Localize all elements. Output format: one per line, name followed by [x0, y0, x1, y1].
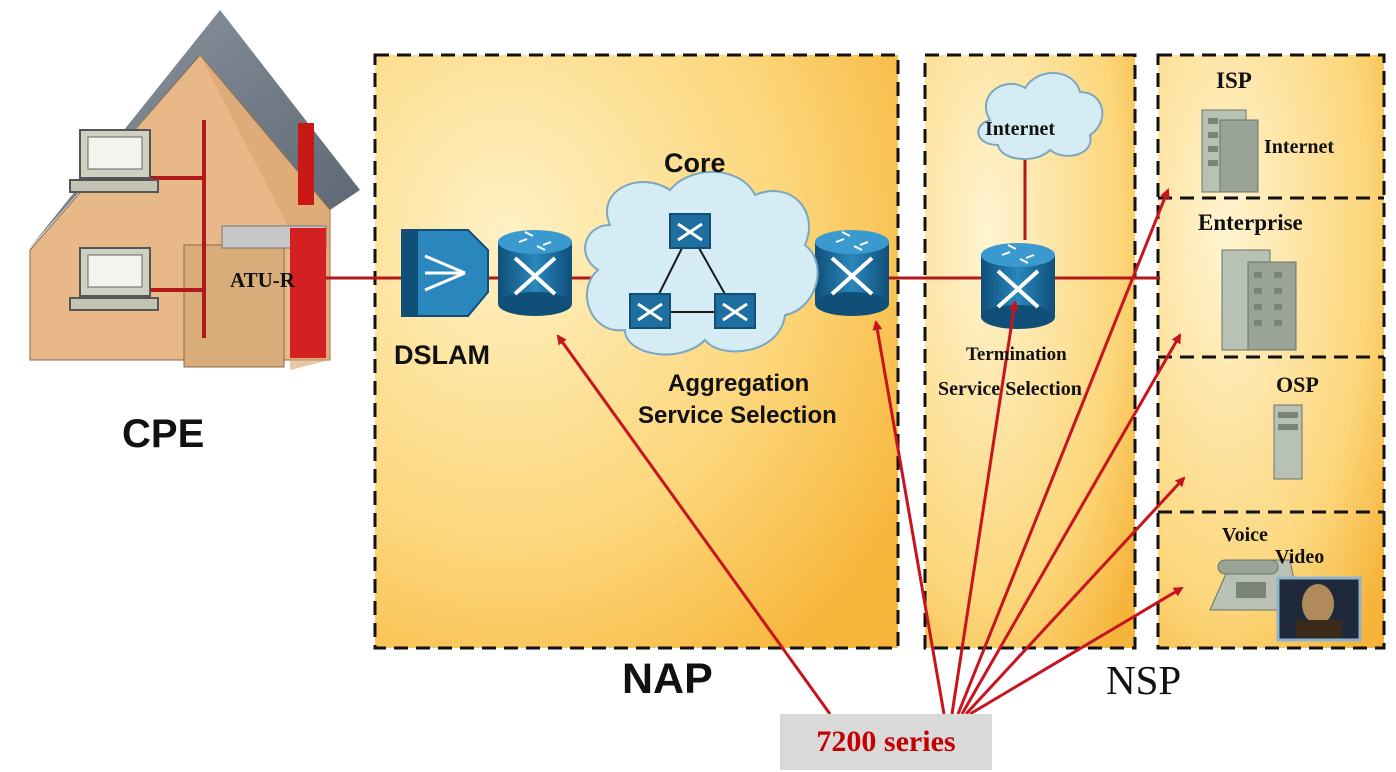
- switch-icon: [714, 293, 756, 329]
- video-label: Video: [1275, 546, 1325, 568]
- router-icon: [498, 230, 572, 316]
- server-icon: [1273, 404, 1303, 480]
- dslam-icon: [401, 229, 489, 317]
- aggregation-label: Aggregation: [668, 370, 810, 397]
- switch-icon: [669, 213, 711, 249]
- computer-icon: [69, 247, 159, 311]
- enterprise-label: Enterprise: [1198, 210, 1303, 235]
- cpe-label: CPE: [122, 412, 205, 456]
- switch-icon: [629, 293, 671, 329]
- dslam-label: DSLAM: [394, 340, 490, 370]
- termination-label: Termination: [966, 344, 1067, 365]
- core-cloud: [584, 170, 819, 356]
- isp-label: ISP: [1216, 68, 1252, 93]
- router-icon: [815, 230, 889, 316]
- osp-label: OSP: [1276, 372, 1319, 397]
- termination-subtitle: Service Selection: [938, 378, 1082, 400]
- building-icon: [1201, 109, 1259, 193]
- internet-cloud: [977, 72, 1104, 161]
- router-icon: [981, 243, 1055, 329]
- atu-r-label: ATU-R: [230, 268, 295, 292]
- isp-internet-label: Internet: [1264, 136, 1334, 158]
- series-badge: 7200 series: [780, 714, 992, 770]
- internet-cloud-label: Internet: [985, 118, 1055, 140]
- arrows: [556, 188, 1186, 716]
- series-label: 7200 series: [816, 725, 956, 758]
- computer-icon: [69, 129, 159, 193]
- nsp-region: [1156, 53, 1386, 650]
- voice-label: Voice: [1222, 524, 1268, 546]
- nap-label: NAP: [622, 655, 713, 703]
- nap-region: [373, 53, 900, 650]
- building-icon: [1221, 249, 1297, 351]
- house: [28, 10, 360, 370]
- core-label: Core: [664, 148, 726, 178]
- video-icon: [1276, 576, 1362, 642]
- nsp-label: NSP: [1106, 657, 1182, 703]
- aggregation-subtitle: Service Selection: [638, 402, 837, 429]
